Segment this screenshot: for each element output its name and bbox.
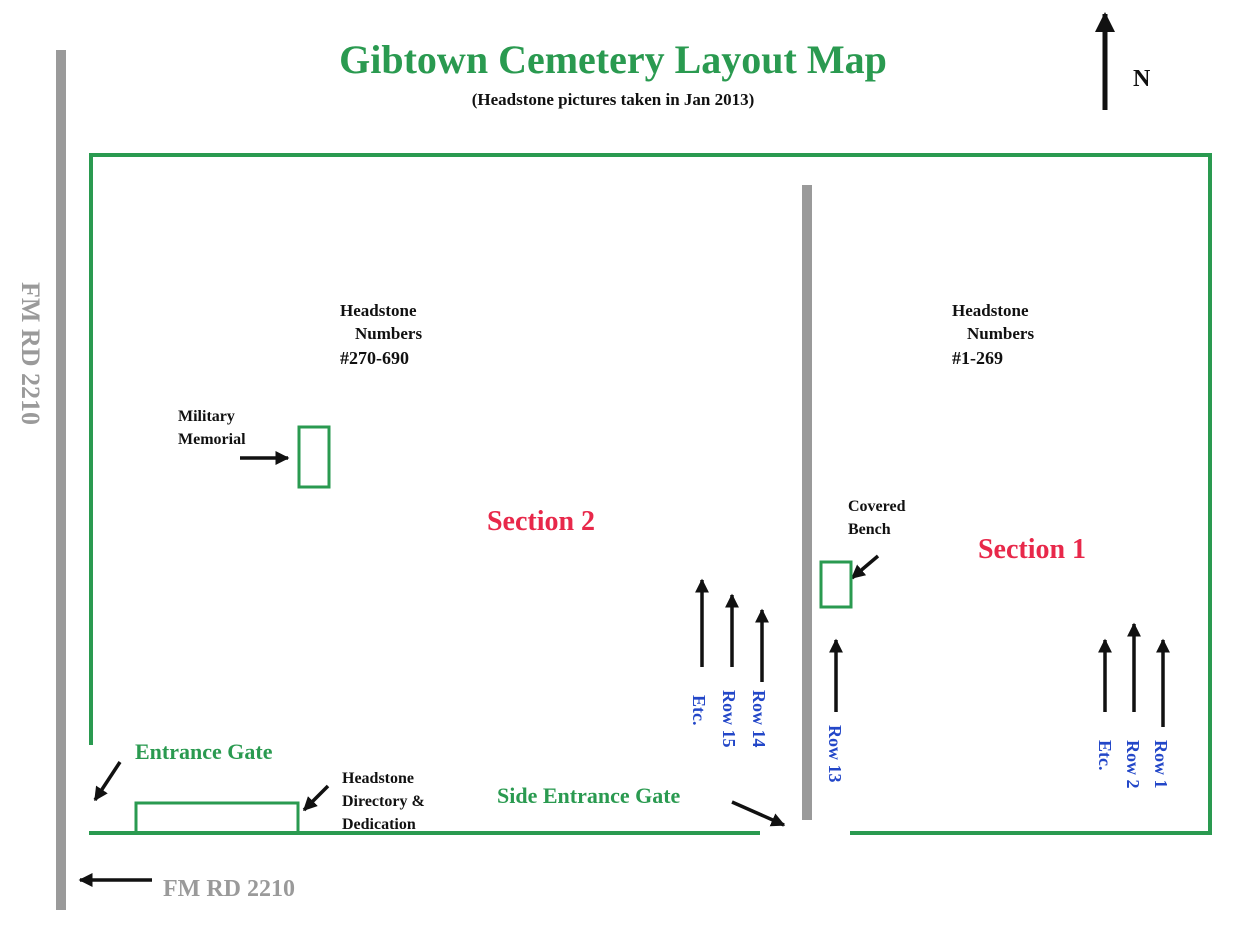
military-memorial-label-2: Memorial [178, 431, 246, 448]
cemetery-boundary [89, 153, 1212, 835]
row-label: Row 14 [749, 690, 769, 748]
map-subtitle: (Headstone pictures taken in Jan 2013) [472, 90, 755, 109]
row-label: Etc. [1095, 740, 1115, 771]
arrow-icon [731, 800, 786, 827]
military-memorial-label-1: Military [178, 408, 235, 425]
row-arrow-icons [695, 578, 1170, 727]
row-label: Etc. [689, 695, 709, 726]
section1-label: Section 1 [978, 534, 1086, 565]
section1-numbers-label: Numbers [967, 324, 1034, 343]
directory-label-1: Headstone [342, 770, 414, 787]
section2-label: Section 2 [487, 506, 595, 537]
arrow-icon [850, 554, 880, 580]
road-label-bottom: FM RD 2210 [163, 876, 295, 902]
side-entrance-gate-label: Side Entrance Gate [497, 783, 681, 808]
arrow-icon [302, 784, 330, 812]
directory-label-2: Directory & [342, 793, 425, 810]
headstone-directory-marker [134, 801, 300, 835]
center-path [802, 185, 812, 820]
section1-headstone-label: Headstone [952, 301, 1029, 320]
covered-bench-marker [819, 560, 853, 609]
covered-bench-label-1: Covered [848, 498, 906, 515]
covered-bench-label-2: Bench [848, 521, 891, 538]
road-fm-2210 [56, 50, 66, 910]
military-memorial-marker [297, 425, 331, 489]
section2-numbers-label: Numbers [355, 324, 422, 343]
section2-range: #270-690 [340, 348, 409, 368]
arrow-icon [93, 761, 122, 802]
row-label: Row 15 [719, 690, 739, 748]
directory-label-3: Dedication [342, 816, 416, 833]
north-label: N [1133, 66, 1151, 92]
map-title: Gibtown Cemetery Layout Map [339, 37, 887, 82]
row-label: Row 13 [825, 725, 845, 783]
road-label-vertical: FM RD 2210 [16, 282, 45, 425]
section1-range: #1-269 [952, 348, 1003, 368]
row-label: Row 1 [1151, 740, 1171, 789]
entrance-gate-label: Entrance Gate [135, 739, 273, 764]
section2-headstone-label: Headstone [340, 301, 417, 320]
row-label: Row 2 [1123, 740, 1143, 789]
